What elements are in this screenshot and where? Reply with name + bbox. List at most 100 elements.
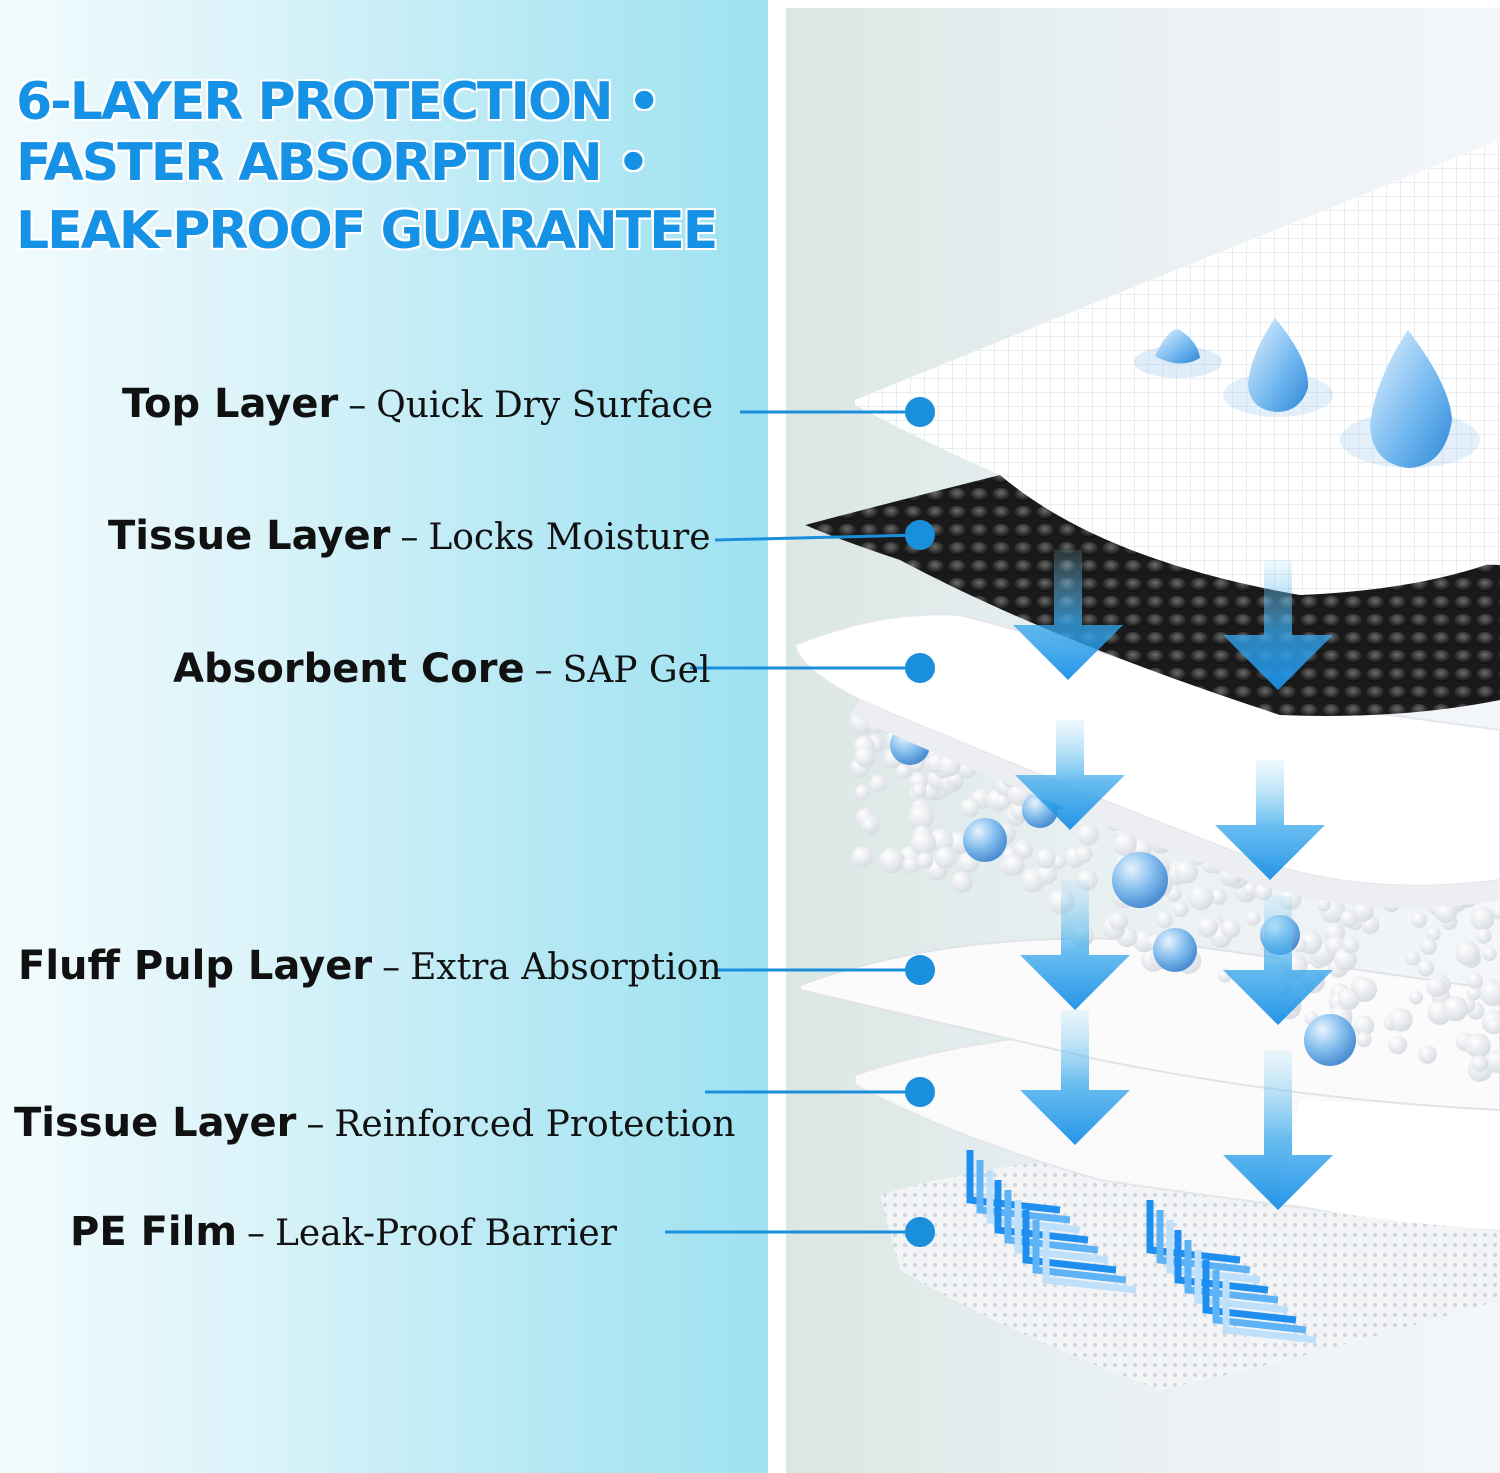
sap-bead xyxy=(1405,950,1421,966)
chevron-icon xyxy=(994,1180,1089,1244)
sap-bead xyxy=(854,784,871,801)
chevron-icon xyxy=(966,1150,1061,1214)
sap-bead xyxy=(1188,884,1214,911)
down-arrow-icon xyxy=(1223,895,1333,1025)
sap-bead xyxy=(1221,919,1241,939)
sap-bead xyxy=(1113,832,1137,856)
sap-bead xyxy=(1035,847,1056,869)
layer-separator: – xyxy=(348,385,367,426)
gel-bead xyxy=(1112,852,1168,908)
sap-bead xyxy=(1442,995,1469,1022)
sap-bead xyxy=(896,763,912,779)
chevron-icon xyxy=(1004,1190,1099,1254)
sap-bead xyxy=(1155,911,1173,929)
layer-name: Tissue Layer xyxy=(14,1100,297,1146)
sap-bead xyxy=(1420,937,1437,955)
connector-absorbent-core xyxy=(690,653,935,683)
down-arrow-icon xyxy=(1020,880,1130,1010)
layer-separator: – xyxy=(382,947,401,988)
down-arrow-icon xyxy=(1013,550,1123,680)
sap-bead xyxy=(1470,906,1495,931)
sap-bead xyxy=(1486,1018,1500,1035)
water-droplet-large xyxy=(1340,330,1480,468)
sap-bead xyxy=(1002,854,1025,876)
down-arrow-icon xyxy=(1020,1010,1130,1145)
chevron-icon xyxy=(1174,1230,1269,1294)
absorbent-core-sheet xyxy=(793,613,1500,908)
headline-line-1: 6-LAYER PROTECTION • xyxy=(16,72,661,132)
connector-top-layer xyxy=(740,397,935,427)
sap-bead xyxy=(1077,823,1100,846)
black-tissue-sheet xyxy=(805,475,1500,716)
sap-bead xyxy=(1353,1015,1375,1036)
top-layer-sheet xyxy=(855,140,1500,595)
gel-bead xyxy=(963,818,1007,862)
sap-bead xyxy=(1337,987,1360,1011)
sap-bead xyxy=(1476,928,1492,944)
down-arrow-icon xyxy=(1223,1050,1333,1210)
sap-bead xyxy=(1426,976,1447,998)
sap-bead xyxy=(1417,959,1435,977)
sap-bead xyxy=(902,856,920,874)
gel-bead xyxy=(1153,928,1197,972)
sap-bead xyxy=(951,871,973,893)
sap-bead xyxy=(995,794,1011,809)
sap-bead xyxy=(1466,972,1483,989)
barrier-chevrons xyxy=(966,1150,1317,1344)
sap-bead xyxy=(1482,946,1497,962)
sap-bead xyxy=(908,803,935,830)
layer-name: Tissue Layer xyxy=(108,513,391,559)
sap-bead xyxy=(1356,1031,1372,1048)
layer-description: Extra Absorption xyxy=(410,947,722,988)
down-arrow-icon xyxy=(1223,560,1333,690)
layer-label-pe-film: PE Film – Leak-Proof Barrier xyxy=(70,1208,617,1258)
chevron-icon xyxy=(1202,1260,1297,1324)
absorption-arrows xyxy=(1013,550,1333,1210)
sap-bead xyxy=(851,846,874,868)
sap-bead xyxy=(1210,888,1227,905)
sap-bead xyxy=(1016,842,1033,859)
layer-description: Quick Dry Surface xyxy=(376,385,713,426)
sap-bead xyxy=(1333,947,1358,972)
headline-line-3: LEAK-PROOF GUARANTEE xyxy=(16,201,718,261)
sap-bead xyxy=(960,798,980,818)
chevron-icon xyxy=(976,1160,1071,1224)
sap-bead xyxy=(854,746,876,768)
layer-label-tissue: Tissue Layer – Locks Moisture xyxy=(108,512,711,562)
layer-name: Top Layer xyxy=(122,381,339,427)
sap-bead xyxy=(1479,980,1500,1007)
sap-bead xyxy=(1466,986,1482,1001)
layer-separator: – xyxy=(306,1104,325,1145)
layer-label-fluff-pulp: Fluff Pulp Layer – Extra Absorption xyxy=(18,942,722,992)
layer-name: Absorbent Core xyxy=(173,646,525,692)
sap-bead xyxy=(916,852,934,869)
sap-bead xyxy=(1108,911,1128,931)
sap-bead xyxy=(1485,1050,1500,1073)
connector-fluff-pulp xyxy=(715,955,935,985)
sap-bead xyxy=(1174,859,1199,884)
down-arrow-icon xyxy=(1015,720,1125,830)
connector-tissue-layer xyxy=(714,520,935,550)
sap-bead xyxy=(1245,911,1261,926)
sap-bead xyxy=(910,830,936,856)
sap-bead xyxy=(1339,910,1358,928)
left-background-panel xyxy=(0,0,768,1473)
sap-bead xyxy=(862,818,877,834)
sap-bead xyxy=(1075,846,1093,863)
chevron-icon xyxy=(1022,1210,1117,1274)
sap-bead xyxy=(912,783,927,798)
sap-bead xyxy=(1418,1045,1437,1064)
sap-bead xyxy=(1411,912,1428,928)
chevron-icon xyxy=(1222,1280,1317,1344)
layer-description: Leak-Proof Barrier xyxy=(275,1213,617,1254)
sap-bead xyxy=(879,847,905,874)
headline-line-2: FASTER ABSORPTION • xyxy=(16,133,650,193)
chevron-icon xyxy=(1194,1250,1289,1314)
connector-lower-tissue xyxy=(705,1077,935,1107)
down-arrow-icon xyxy=(1215,760,1325,880)
layer-description: Reinforced Protection xyxy=(334,1104,736,1145)
sap-bead xyxy=(1426,926,1441,941)
sap-bead xyxy=(1036,863,1058,885)
sap-bead xyxy=(1243,882,1258,897)
